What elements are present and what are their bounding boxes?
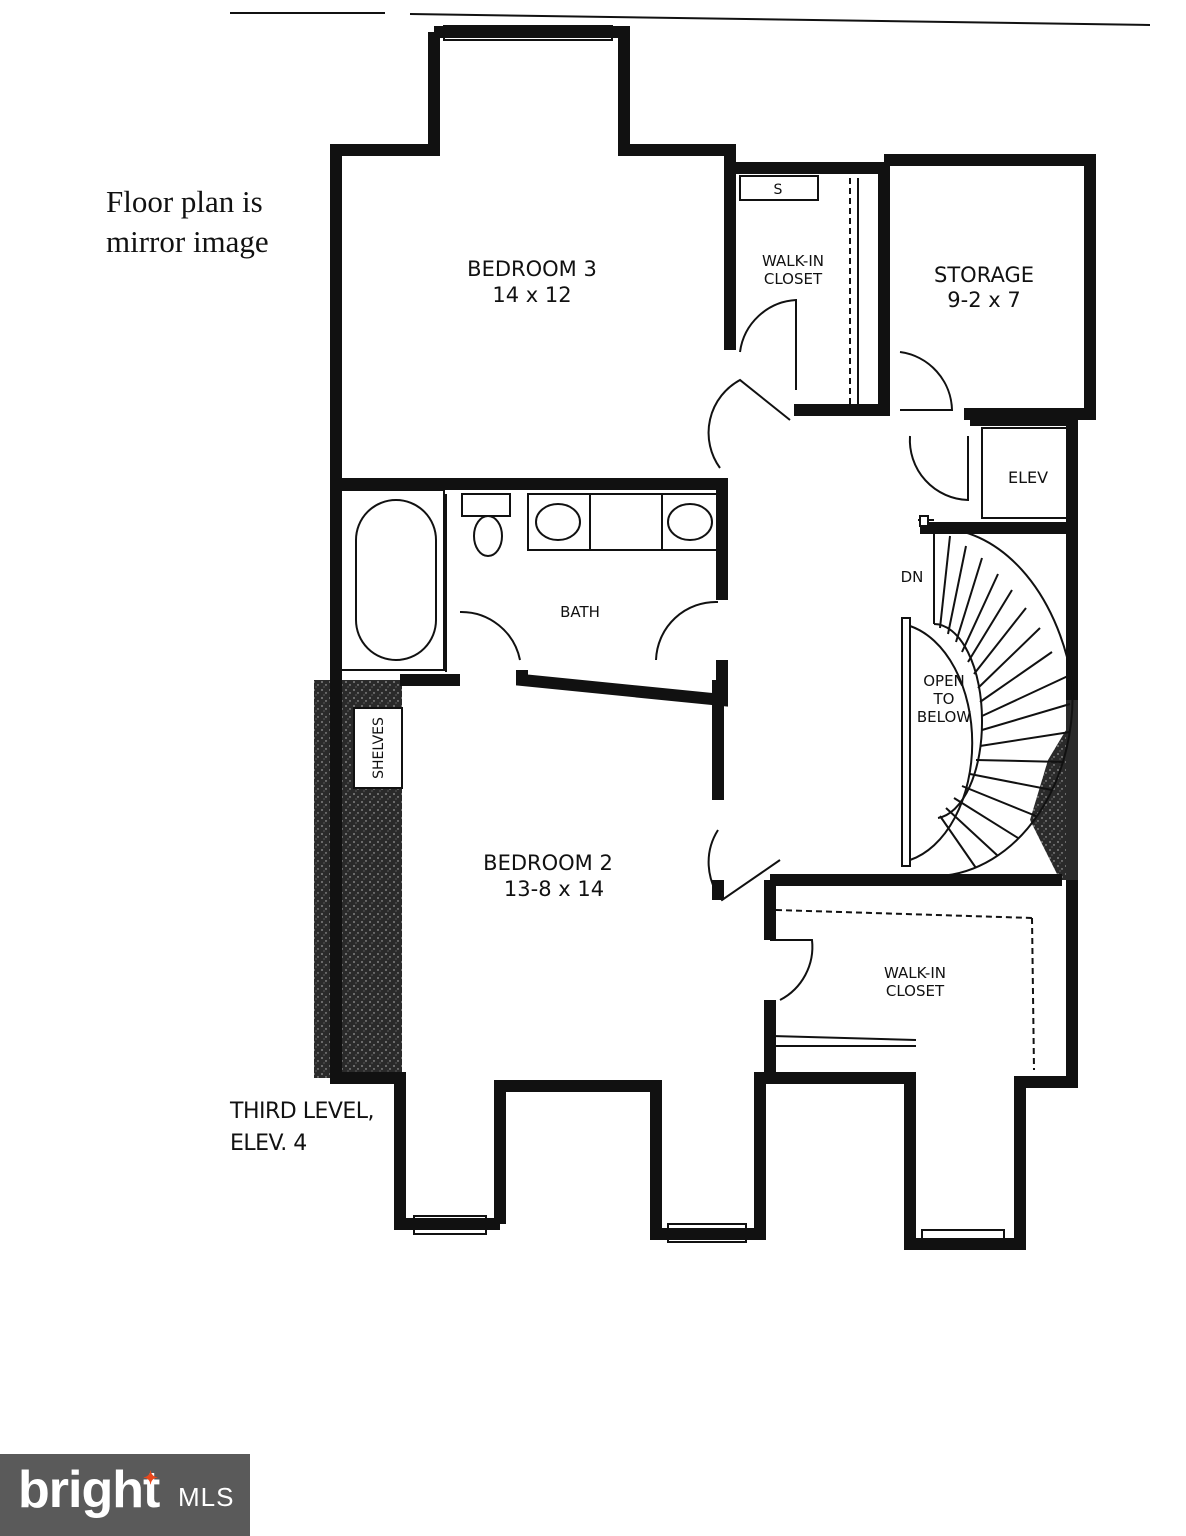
scan-lines bbox=[230, 12, 1151, 26]
closet-top-line2: CLOSET bbox=[764, 270, 823, 288]
logo-suffix: MLS bbox=[178, 1482, 235, 1512]
stairs-dn-label: DN bbox=[901, 568, 924, 586]
logo-wordmark: bright bbox=[18, 1461, 160, 1519]
storage-name: STORAGE bbox=[934, 263, 1034, 287]
bedroom2-size: 13-8 x 14 bbox=[504, 877, 604, 901]
logo-spark-icon: ✦ bbox=[143, 1468, 159, 1488]
closet-bottom-line2: CLOSET bbox=[886, 982, 945, 1000]
mirror-note-line1: Floor plan is bbox=[106, 184, 263, 219]
elev-label: ELEV bbox=[1008, 468, 1048, 487]
bedroom3-size: 14 x 12 bbox=[492, 283, 571, 307]
exterior-shading-right bbox=[1030, 720, 1072, 880]
bedroom2-name: BEDROOM 2 bbox=[483, 851, 613, 875]
level-line1: THIRD LEVEL, bbox=[230, 1099, 375, 1124]
storage-size: 9-2 x 7 bbox=[947, 288, 1020, 312]
open-below-line3: BELOW bbox=[917, 708, 971, 726]
closet-s-mark: S bbox=[774, 182, 783, 198]
mirror-note-line2: mirror image bbox=[106, 224, 269, 259]
level-label: THIRD LEVEL, ELEV. 4 bbox=[230, 1096, 375, 1160]
bath-label: BATH bbox=[560, 603, 600, 621]
bedroom3-name: BEDROOM 3 bbox=[467, 257, 597, 281]
mirror-image-note: Floor plan is mirror image bbox=[106, 182, 269, 262]
closet-top-line1: WALK-IN bbox=[762, 252, 824, 270]
open-below-line2: TO bbox=[933, 690, 955, 708]
bright-mls-logo: bright ✦ MLS bbox=[0, 1454, 250, 1536]
outer-wall bbox=[330, 32, 440, 484]
walls bbox=[330, 26, 1096, 1250]
shelves-label: SHELVES bbox=[371, 717, 387, 779]
level-line2: ELEV. 4 bbox=[230, 1131, 307, 1156]
fixtures bbox=[337, 25, 1077, 1249]
closet-bottom-line1: WALK-IN bbox=[884, 964, 946, 982]
spiral-stair bbox=[918, 515, 1074, 877]
open-below-line1: OPEN bbox=[923, 672, 965, 690]
